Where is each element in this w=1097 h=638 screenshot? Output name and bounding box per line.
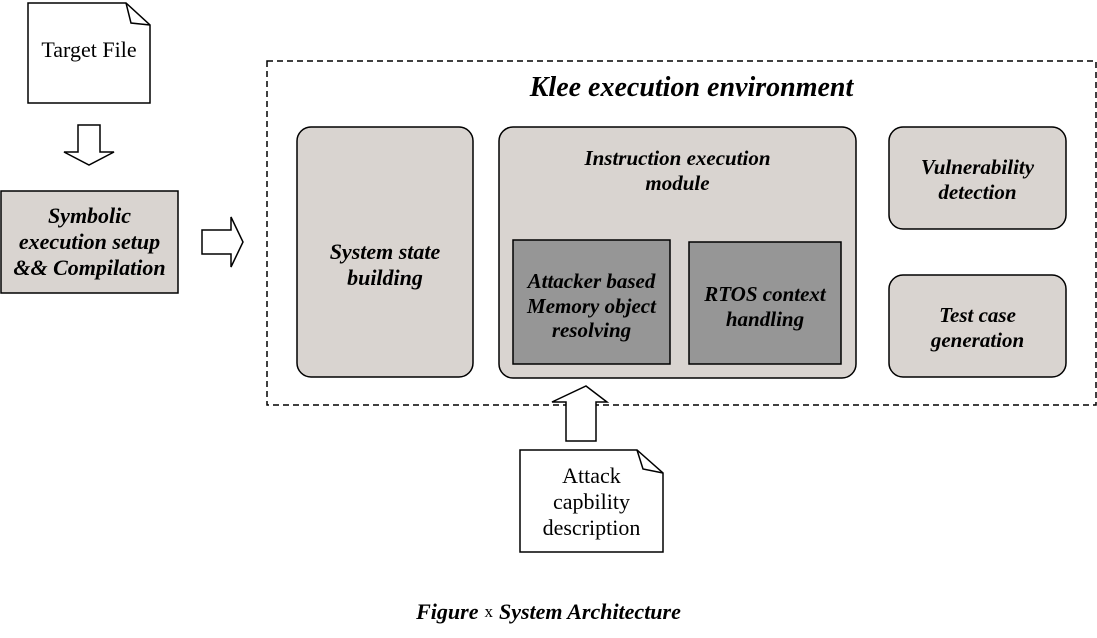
caption-mark: x xyxy=(484,602,493,621)
rtos-label: RTOS context handling xyxy=(704,282,826,331)
down-arrow-icon xyxy=(63,124,115,166)
system-state-label: System state building xyxy=(329,239,441,290)
setup-box xyxy=(0,190,179,294)
setup-label: Symbolic execution setup && Compilation xyxy=(13,203,166,280)
klee-environment-frame xyxy=(266,60,1097,406)
system-state-box xyxy=(296,126,474,378)
environment-title: Klee execution environment xyxy=(529,72,854,104)
attack-description-fold xyxy=(636,449,664,474)
instruction-module-label: Instruction execution module xyxy=(584,146,771,195)
test-case-box xyxy=(888,274,1067,378)
up-arrow-icon xyxy=(551,385,610,442)
caption-title: System Architecture xyxy=(498,599,681,624)
vulnerability-box xyxy=(888,126,1067,230)
test-case-label: Test case generation xyxy=(930,303,1025,352)
caption-figure: Figure xyxy=(416,599,479,624)
figure-caption: Figure x System Architecture xyxy=(0,597,1097,627)
vulnerability-label: Vulnerability detection xyxy=(920,155,1035,204)
attacker-label: Attacker based Memory object resolving xyxy=(527,268,656,343)
attacker-box xyxy=(512,239,671,365)
attack-description-label: Attack capbility description xyxy=(542,463,641,540)
rtos-box xyxy=(688,241,842,365)
attack-description-document-icon xyxy=(519,449,664,553)
target-file-label: Target File xyxy=(41,37,137,63)
target-file-fold xyxy=(125,2,151,26)
right-arrow-icon xyxy=(201,216,244,268)
target-file-document-icon xyxy=(27,2,151,104)
